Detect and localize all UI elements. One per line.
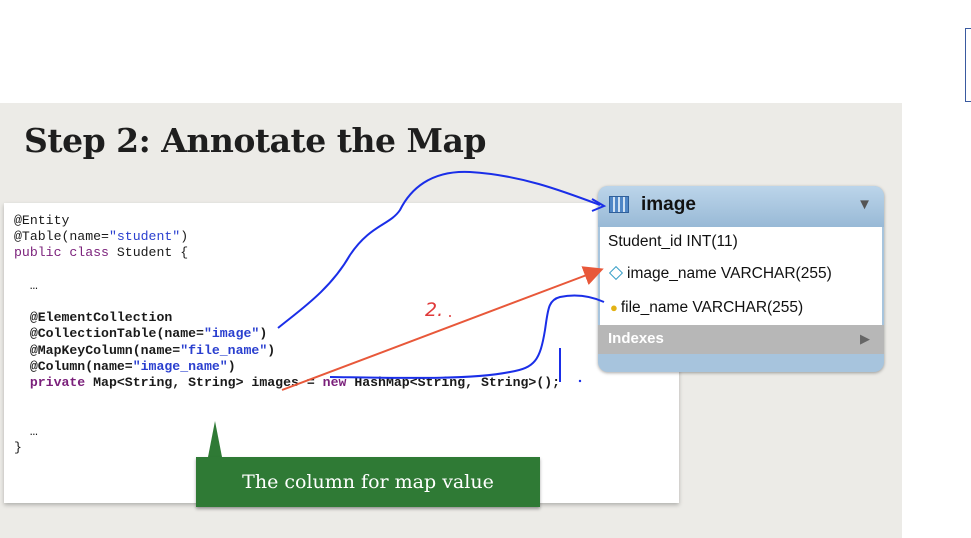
key-icon: ● (610, 300, 618, 315)
db-table-columns: Student_id INT(11) image_name VARCHAR(25… (600, 227, 882, 325)
callout-box: The column for map value (196, 457, 540, 507)
db-column-row[interactable]: image_name VARCHAR(255) (608, 265, 832, 283)
code-block: @Entity @Table(name="student") public cl… (14, 213, 561, 455)
code-line: public class (14, 245, 109, 261)
triangle-right-icon[interactable]: ▶ (860, 331, 870, 346)
code-string: "student" (108, 229, 181, 245)
db-table-name: image (641, 194, 696, 215)
db-table-header[interactable]: image ▼ (598, 186, 884, 227)
db-table-card[interactable]: image ▼ Student_id INT(11) image_name VA… (598, 186, 884, 372)
indexes-label: Indexes (608, 330, 664, 347)
code-line: @Table(name="student") (14, 229, 189, 245)
code-line: @CollectionTable(name="image") (29, 326, 268, 342)
code-line: @Column(name="image_name") (29, 358, 236, 374)
slide-title: Step 2: Annotate the Map (24, 121, 486, 160)
db-column-label: Student_id INT(11) (608, 233, 738, 250)
db-indexes-section[interactable]: Indexes ▶ (598, 325, 884, 354)
diamond-icon (608, 265, 624, 280)
triangle-down-icon[interactable]: ▼ (857, 196, 872, 213)
callout-pointer (208, 421, 222, 457)
callout-text: The column for map value (242, 471, 494, 493)
db-column-row[interactable]: Student_id INT(11) (608, 233, 738, 251)
code-line: @Entity (14, 213, 70, 228)
handwritten-number: 2. (425, 299, 444, 321)
db-column-label: image_name VARCHAR(255) (627, 265, 832, 282)
code-line: @MapKeyColumn(name="file_name") (29, 342, 276, 358)
code-line: private Map<String, String> images = new… (29, 375, 561, 391)
db-column-row[interactable]: ●file_name VARCHAR(255) (610, 299, 803, 317)
table-icon (609, 196, 629, 213)
code-line: @ElementCollection (29, 310, 173, 326)
db-column-label: file_name VARCHAR(255) (620, 299, 804, 316)
window-edge-frame (965, 28, 971, 102)
